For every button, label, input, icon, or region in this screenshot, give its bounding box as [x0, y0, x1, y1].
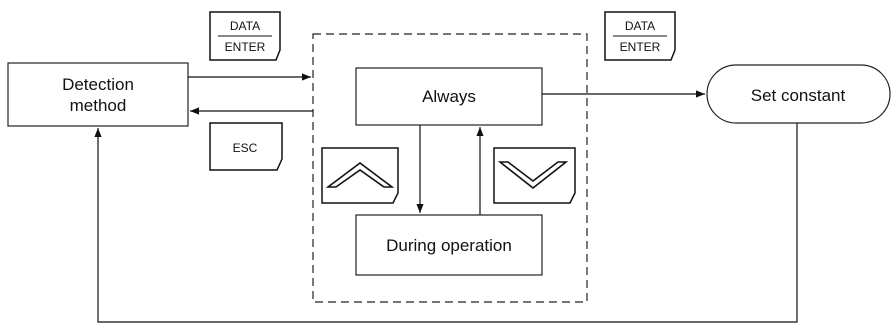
- up-chevron-icon: [325, 162, 395, 188]
- set-constant-box: Set constant: [706, 64, 891, 124]
- down-chevron-icon: [497, 161, 569, 190]
- data-enter-key-left: DATA ENTER: [209, 11, 281, 61]
- always-box: Always: [355, 67, 543, 126]
- set-constant-label: Set constant: [751, 86, 846, 105]
- detection-method-label-line1: Detection: [62, 75, 134, 94]
- down-arrow-key: [493, 147, 576, 204]
- during-operation-box: During operation: [355, 214, 543, 276]
- always-label: Always: [422, 87, 476, 106]
- data-enter-key-left-top: DATA: [230, 19, 260, 33]
- during-operation-label: During operation: [386, 236, 512, 255]
- arrow-set-constant-return-to-detection: [94, 123, 798, 323]
- data-enter-key-left-bottom: ENTER: [225, 40, 266, 54]
- data-enter-key-right: DATA ENTER: [604, 11, 676, 61]
- data-enter-key-right-top: DATA: [625, 19, 655, 33]
- detection-method-label-line2: method: [70, 96, 127, 115]
- esc-key-label: ESC: [233, 141, 258, 155]
- selection-group-boundary: [312, 33, 588, 303]
- detection-method-box: Detection method: [7, 62, 189, 127]
- esc-key: ESC: [209, 122, 283, 171]
- data-enter-key-right-bottom: ENTER: [620, 40, 661, 54]
- up-arrow-key: [321, 147, 399, 204]
